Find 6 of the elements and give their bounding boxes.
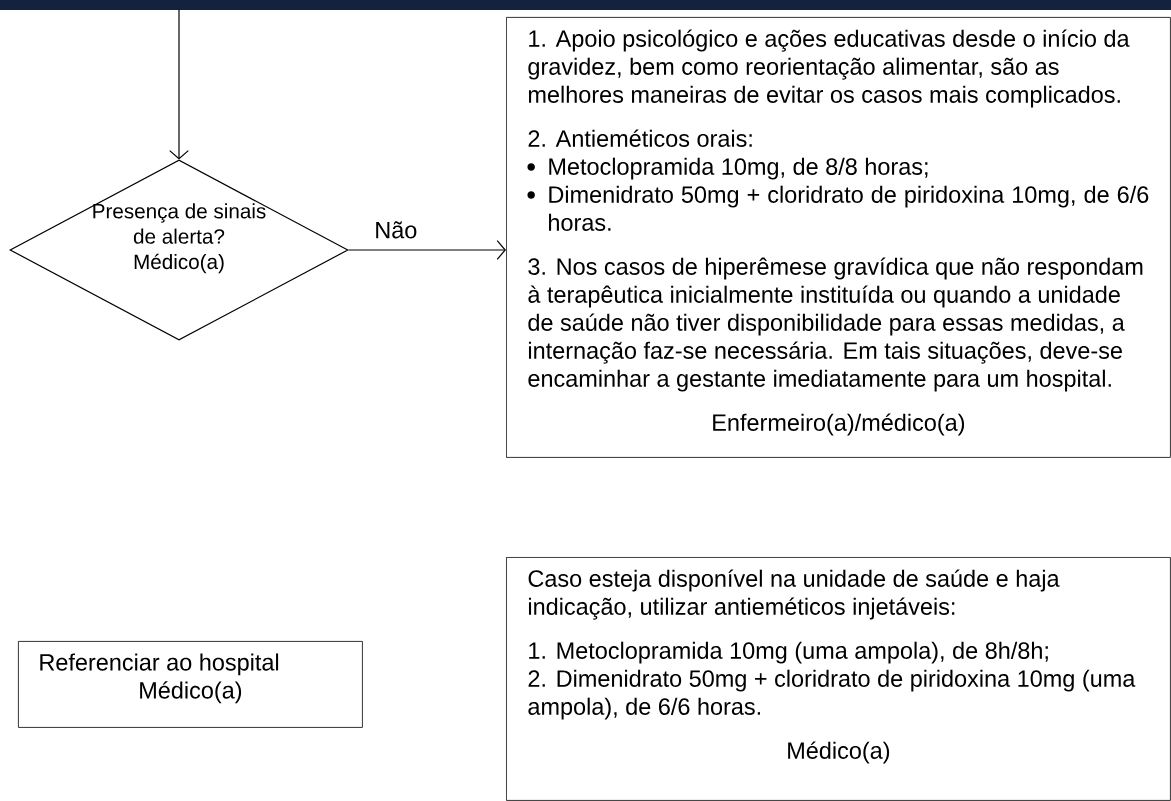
arrow — [348, 240, 506, 260]
process-box: Referenciar ao hospital Médico(a) — [18, 641, 363, 728]
process-box: Caso esteja disponível na unidade de saúde e haja indicação, utilizar antieméticos injetáveis: 1. Metoclopramida 10mg (uma ampola), de 8h/8h; 2. Dimenidrato 50mg + cloridrato de piridoxina 10mg (uma ampola), de 6/6 horas. Médico(a) — [506, 557, 1171, 801]
arrow — [169, 8, 189, 160]
process-box: 1. Apoio psicológico e ações educativas desde o início da gravidez, bem como reorientação alimentar, são as melhores maneiras de evitar os casos mais complicados. 2. Antieméticos orais: Metoclopramida 10mg, de 8/8 horas; Dimenidrato 50mg + cloridrato de piridoxina 10mg, de 6/6 horas. 3. Nos casos de hiperêmese gravídica que não respondam à terapêutica inicialmente instituída ou quando a unidade de saúde não tiver disponibilidade para essas medidas, a internação faz-se necessária. Em tais situações, deve-se encaminhar a gestante imediatamente para um hospital. Enfermeiro(a)/médico(a) — [506, 17, 1171, 458]
edge-label: Não — [372, 220, 419, 240]
